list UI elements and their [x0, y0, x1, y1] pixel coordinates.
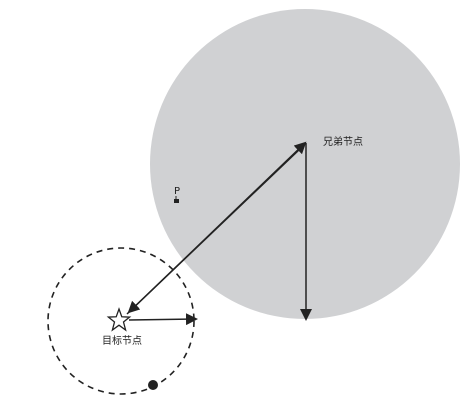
sibling-node-label: 兄弟节点	[323, 136, 363, 148]
target-node-label: 目标节点	[102, 335, 142, 347]
small-dot-icon	[174, 196, 179, 203]
sibling-node-region	[150, 9, 460, 319]
arrow-sibling-to-target	[127, 148, 301, 314]
point-p-label: P	[174, 186, 180, 197]
star-icon	[106, 307, 132, 332]
arrow-target-right	[128, 313, 198, 326]
filled-dot-icon	[148, 380, 158, 390]
